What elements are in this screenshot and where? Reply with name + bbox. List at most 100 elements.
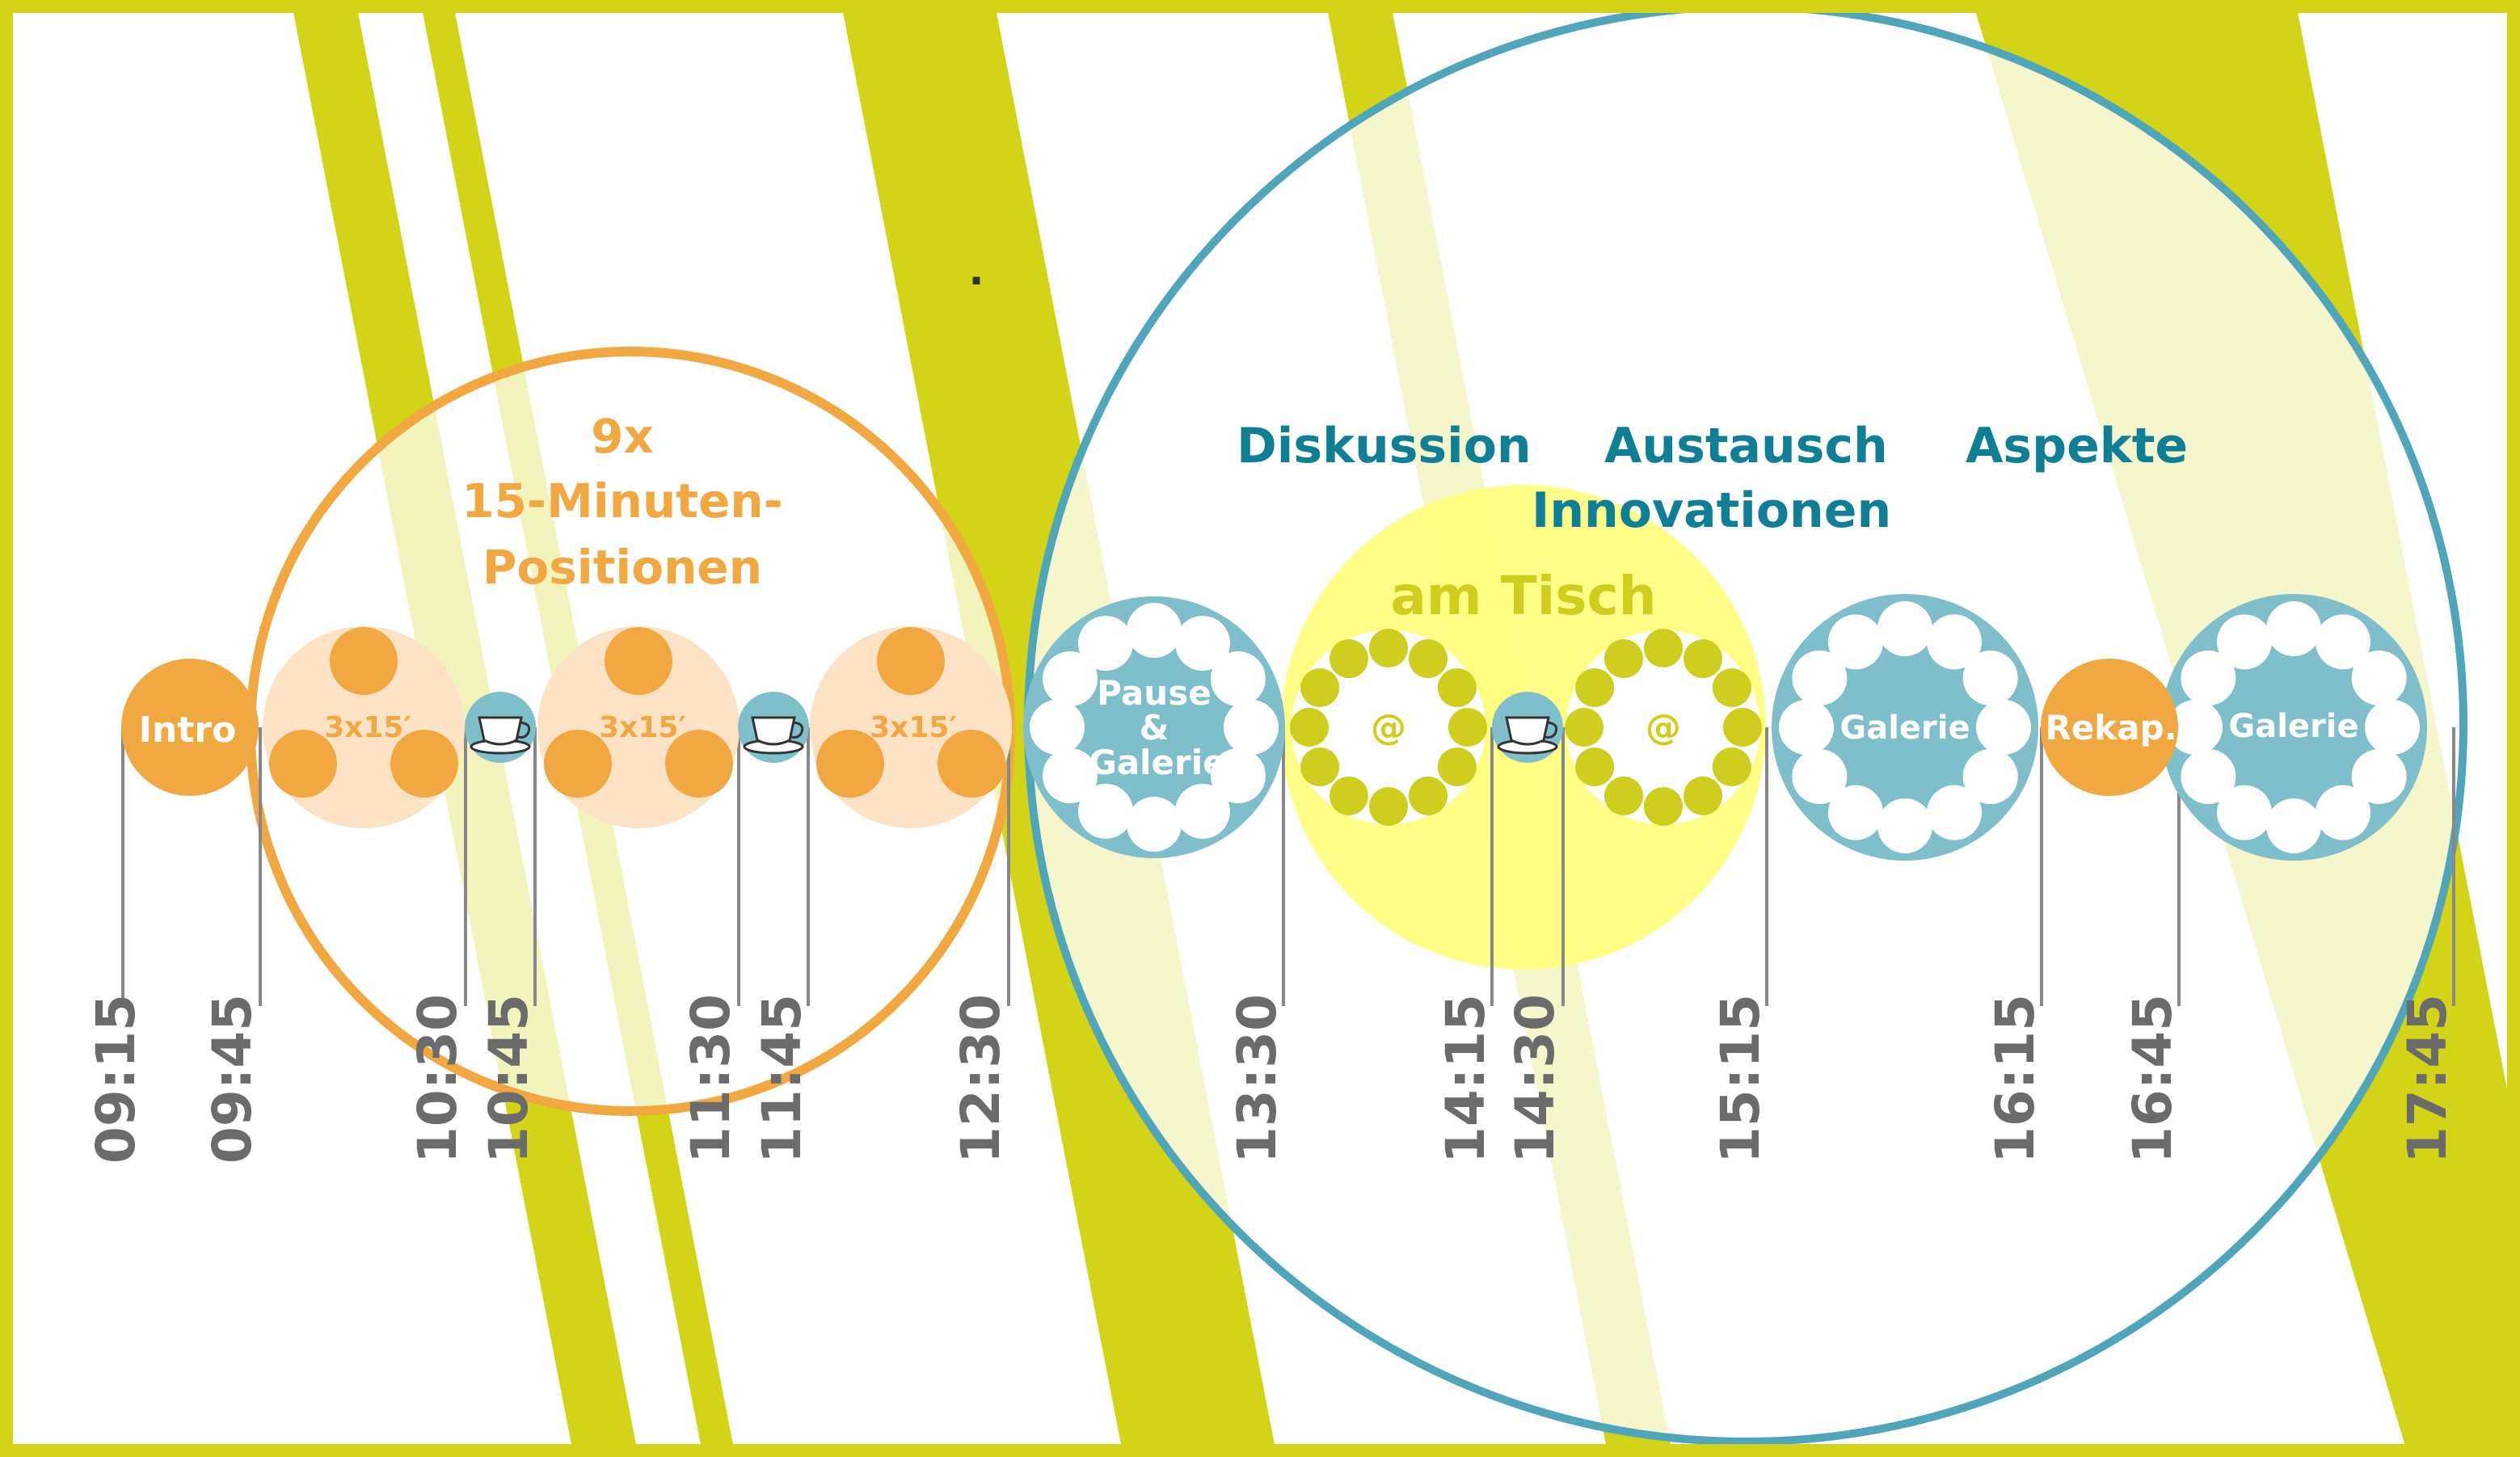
seat-circle [2168, 700, 2223, 755]
rekap-node: Rekap. [2041, 659, 2178, 796]
time-label: 11:30 [680, 994, 742, 1164]
pause-label-line2: & [1140, 708, 1169, 747]
seat-circle [1927, 614, 1982, 670]
seat-circle [2316, 614, 2370, 670]
time-label: 12:30 [950, 994, 1012, 1164]
galerie-1-label: Galerie [1839, 710, 1970, 747]
seat-circle [1369, 787, 1408, 826]
galerie-node-2 [2160, 594, 2427, 861]
seat-circle [1330, 639, 1368, 679]
seat-circle [1712, 747, 1751, 786]
seat-circle [2365, 700, 2420, 755]
coffee-break-3 [1492, 692, 1563, 763]
pause-label-line3: Galerie [1089, 743, 1225, 782]
position-block-2: 3x15′ [537, 626, 740, 828]
seat-circle [1043, 748, 1098, 803]
time-label: 17:45 [2396, 994, 2459, 1164]
title-line-1: 9x [591, 409, 654, 464]
seat-circle [1409, 776, 1448, 815]
seat-circle [1300, 747, 1340, 786]
stray-dot: . [969, 247, 984, 294]
topic-innovationen: Innovationen [1532, 482, 1891, 539]
seat-circle [1078, 616, 1133, 672]
seat-circle [1575, 668, 1615, 707]
time-label: 15:15 [1709, 994, 1772, 1164]
seat-circle [2217, 614, 2272, 670]
ring-base [1292, 630, 1485, 824]
seat-circle [1409, 639, 1448, 679]
time-label: 14:15 [1435, 994, 1497, 1164]
right-group-titles: Diskussion Austausch Aspekte Innovatione… [1237, 418, 2188, 539]
seat-circle [1210, 748, 1266, 803]
position-block-2-label: 3x15′ [599, 711, 686, 744]
time-label: 10:45 [478, 994, 540, 1164]
seat-circle [1962, 749, 2018, 804]
seat-circle [1127, 603, 1182, 658]
time-label: 09:45 [201, 994, 263, 1164]
galerie-2-label: Galerie [2228, 708, 2358, 745]
seat-circle [1828, 614, 1883, 670]
seat-circle [1927, 785, 1982, 840]
at-1-label: @ [1371, 707, 1406, 748]
position-block-1: 3x15′ [263, 626, 465, 828]
time-label: 16:15 [1984, 994, 2046, 1164]
seat-circle [2181, 651, 2236, 705]
topic-aspekte: Aspekte [1966, 418, 2188, 474]
am-tisch-label: am Tisch [1390, 565, 1656, 627]
seat-circle [1290, 708, 1329, 747]
topic-austausch: Austausch [1604, 418, 1888, 474]
seat-circle [1962, 651, 2018, 705]
seat-circle [1723, 708, 1762, 747]
seat-circle [1604, 639, 1643, 679]
seat-circle [1448, 708, 1487, 747]
seat-circle [1175, 616, 1230, 672]
seat-circle [2181, 749, 2236, 804]
at-table-node-1 [1290, 629, 1487, 826]
seat-circle [1437, 668, 1477, 707]
seat-circle [1792, 749, 1848, 804]
time-label: 10:30 [407, 994, 469, 1164]
time-labels: 09:15 09:45 10:30 10:45 11:30 11:45 12:3… [85, 994, 2459, 1164]
seat-circle [2217, 785, 2272, 840]
seat-circle [1175, 783, 1230, 839]
at-2-label: @ [1646, 707, 1681, 748]
intro-node: Intro [121, 659, 259, 796]
intro-label: Intro [139, 710, 237, 751]
seat-circle [1877, 798, 1932, 853]
seat-circle [1127, 797, 1182, 852]
left-group-title: 9x 15-Minuten- Positionen [461, 409, 782, 595]
seat-circle [1369, 629, 1408, 667]
at-table-node-2 [1565, 629, 1762, 826]
seat-circle [1030, 700, 1085, 755]
seat-circle [1684, 639, 1722, 679]
seat-circle [2266, 798, 2321, 853]
time-label: 11:45 [751, 994, 813, 1164]
coffee-break-1 [465, 692, 536, 763]
position-block-3: 3x15′ [810, 626, 1012, 828]
seat-circle [2266, 601, 2321, 656]
seat-circle [1565, 708, 1603, 747]
seat-circle [1877, 601, 1932, 656]
time-label: 09:15 [85, 994, 147, 1164]
seat-circle [1330, 776, 1368, 815]
time-label: 14:30 [1504, 994, 1566, 1164]
seat-circle [2351, 651, 2407, 705]
seat-circle [1604, 776, 1643, 815]
title-line-3: Positionen [483, 540, 762, 595]
seat-circle [1575, 747, 1615, 786]
pause-label-line1: Pause [1097, 673, 1211, 713]
position-block-3-label: 3x15′ [870, 711, 957, 744]
seat-circle [1976, 700, 2031, 755]
seat-circle [1224, 700, 1279, 755]
seat-circle [2316, 785, 2370, 840]
seat-circle [1712, 668, 1751, 707]
seat-circle [1210, 651, 1266, 706]
seat-circle [1437, 747, 1477, 786]
ring-base [1566, 630, 1760, 824]
title-line-2: 15-Minuten- [461, 474, 782, 528]
seat-circle [1792, 651, 1848, 705]
seat-circle [1828, 785, 1883, 840]
pause-galerie-node [1023, 596, 1285, 858]
